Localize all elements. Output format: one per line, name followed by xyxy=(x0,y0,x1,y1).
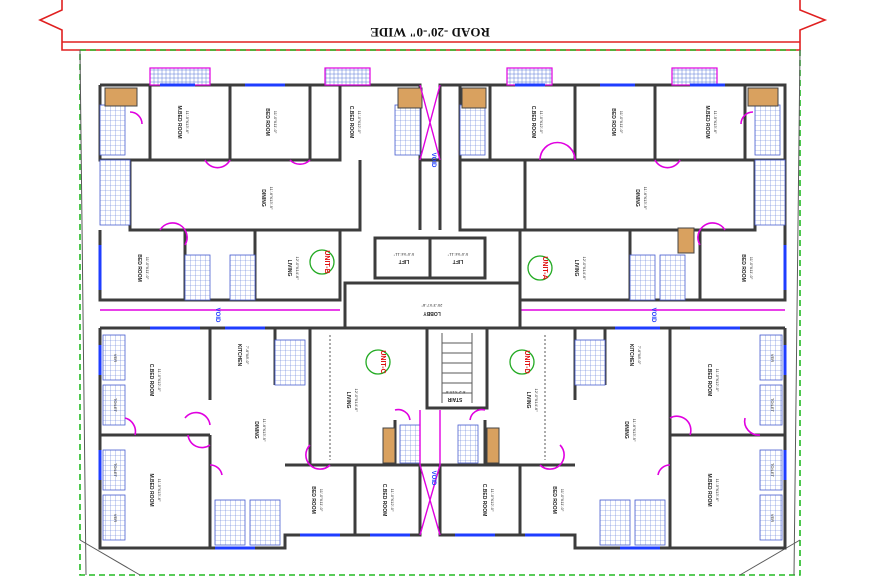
room-label: M.BED ROOM xyxy=(148,473,154,506)
room-label: C.BED ROOM xyxy=(530,106,536,139)
room-label: M.BED ROOM xyxy=(176,105,182,138)
room-label: DINING xyxy=(260,189,266,207)
room-dim: 11'-6"X13'-9" xyxy=(632,419,637,442)
verandah-label: VER xyxy=(770,514,775,522)
road-label: ROAD -20'-0" WIDE xyxy=(370,25,490,40)
toilet-label: TOILET xyxy=(113,398,118,412)
room-dim: 11'-5"X13'-6" xyxy=(713,111,718,134)
room-label: DINING xyxy=(623,421,629,439)
bottom-block xyxy=(98,326,787,550)
void-label: VOID xyxy=(430,471,436,486)
toilet-label: TOILET xyxy=(770,463,775,477)
room-label: KITCHEN xyxy=(236,344,242,367)
room-dim: 11'-5"X13'-6" xyxy=(185,111,190,134)
unit-c-label: UNIT-C xyxy=(379,350,386,373)
plot-boundary xyxy=(79,49,801,576)
room-label: BED ROOM xyxy=(551,486,557,514)
unit-d-label: UNIT-D xyxy=(523,350,530,373)
room-dim: 11'-0"X11'-0" xyxy=(145,257,150,280)
room-dim: 11'-0"X11'-0" xyxy=(619,111,624,134)
void-label: VOID xyxy=(430,153,436,168)
lobby-dim: 20'-3"X7'-8" xyxy=(421,303,442,308)
unit-tags: UNIT-A UNIT-B UNIT-C UNIT-D xyxy=(309,249,553,375)
room-dim: 11'-0"X11'-0" xyxy=(319,489,324,512)
room-label: C.BED ROOM xyxy=(381,484,387,517)
room-dim: 11'-0"X12'-0" xyxy=(357,111,362,134)
verandah-label: VER xyxy=(770,354,775,362)
verandah-label: VER xyxy=(113,514,118,522)
room-label: BED ROOM xyxy=(136,254,142,282)
room-label: DINING xyxy=(634,189,640,207)
room-dim: 11'-6"X13'-9" xyxy=(643,187,648,210)
lobby-label: LOBBY xyxy=(423,310,441,316)
room-label: C.BED ROOM xyxy=(706,364,712,397)
room-dim: 11'-0"X11'-0" xyxy=(560,489,565,512)
top-block xyxy=(98,67,787,311)
room-label: M.BED ROOM xyxy=(706,473,712,506)
verandah-label: VER xyxy=(113,354,118,362)
core xyxy=(343,236,522,410)
room-dim: 11'-0"X12'-0" xyxy=(157,369,162,392)
room-label: BED ROOM xyxy=(740,254,746,282)
room-label: C.BED ROOM xyxy=(148,364,154,397)
room-dim: 11'-0"X12'-0" xyxy=(715,369,720,392)
room-dim: 7'-6"X8'-0" xyxy=(637,346,642,365)
road: ROAD -20'-0" WIDE xyxy=(38,0,828,51)
unit-a-label: UNIT-A xyxy=(541,256,548,279)
room-dim: 12'-0"X14'-6" xyxy=(295,256,300,280)
room-label: BED ROOM xyxy=(610,108,616,136)
room-label: C.BED ROOM xyxy=(348,106,354,139)
room-labels: M.BED ROOM 11'-5"X13'-6" BED ROOM 11'-0"… xyxy=(113,105,775,522)
room-label: LIVING xyxy=(525,392,531,409)
toilet-label: TOILET xyxy=(113,463,118,477)
room-label: DINING xyxy=(253,421,259,439)
room-dim: 11'-5"X13'-6" xyxy=(715,479,720,502)
room-dim: 11'-6"X13'-9" xyxy=(262,419,267,442)
lift-label: LIFT xyxy=(399,258,410,264)
room-dim: 7'-6"X8'-0" xyxy=(245,346,250,365)
void-label: VOID xyxy=(214,308,220,323)
room-label: BED ROOM xyxy=(264,108,270,136)
room-label: KITCHEN xyxy=(628,344,634,367)
room-dim: 12'-0"X14'-6" xyxy=(582,256,587,280)
lift-dim: 5'-0"X4'-11" xyxy=(447,252,468,257)
room-dim: 11'-0"X12'-0" xyxy=(539,111,544,134)
room-dim: 11'-0"X11'-0" xyxy=(273,111,278,134)
room-label: C.BED ROOM xyxy=(481,484,487,517)
unit-b-label: UNIT-B xyxy=(323,250,330,273)
room-dim: 11'-0"X12'-0" xyxy=(390,489,395,512)
room-label: BED ROOM xyxy=(310,486,316,514)
room-dim: 11'-6"X13'-9" xyxy=(269,187,274,210)
stair-label: STAIR xyxy=(447,396,462,402)
room-label: M.BED ROOM xyxy=(704,105,710,138)
room-dim: 11'-0"X11'-0" xyxy=(749,257,754,280)
void-labels: VOID VOID VOID VOID xyxy=(214,153,656,486)
toilet-label: TOILET xyxy=(770,398,775,412)
room-dim: 11'-5"X13'-6" xyxy=(157,479,162,502)
stair-dim: 8'-2"X13'-6" xyxy=(444,390,465,395)
lift-label: LIFT xyxy=(453,258,464,264)
room-dim: 11'-0"X12'-0" xyxy=(490,489,495,512)
room-label: LIVING xyxy=(345,392,351,409)
lift-dim: 5'-0"X4'-11" xyxy=(393,252,414,257)
room-dim: 12'-0"X14'-6" xyxy=(354,388,359,412)
room-label: LIVING xyxy=(573,260,579,277)
void-label: VOID xyxy=(650,308,656,323)
room-label: LIVING xyxy=(286,260,292,277)
room-dim: 12'-0"X14'-6" xyxy=(534,388,539,412)
